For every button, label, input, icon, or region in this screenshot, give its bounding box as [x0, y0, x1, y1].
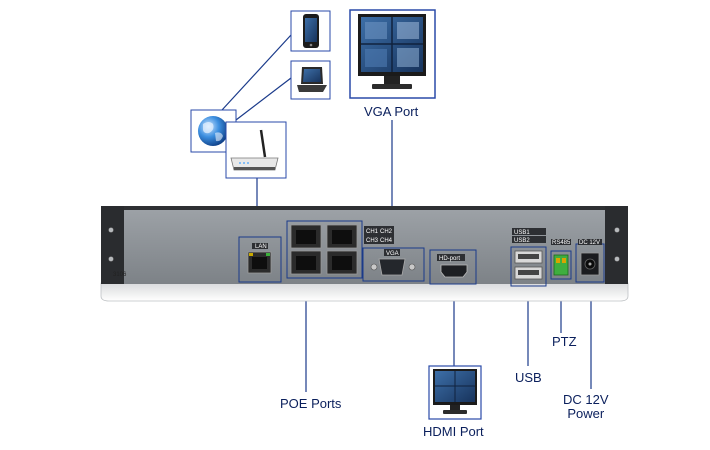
monitor-icon: [349, 9, 436, 99]
usb2-mark: USB2: [514, 238, 530, 244]
dc-power-label-line1: DC 12V: [563, 392, 609, 407]
ptz-label: PTZ: [552, 334, 577, 349]
hdmi-callout-box: [429, 249, 477, 285]
line-phone-globe: [221, 34, 292, 111]
dc-power-label: DC 12V Power: [563, 393, 609, 421]
vga-mark: VGA: [386, 251, 399, 257]
dc-power-label-line2: Power: [567, 406, 605, 421]
poe-port-ch2: [326, 224, 358, 249]
nvr-device: 3106 LAN CH1 CH2 CH3 CH4: [100, 206, 629, 302]
wifi-router-icon: [225, 121, 287, 179]
laptop-icon: [290, 60, 331, 100]
poe-port-ch1: [290, 224, 322, 249]
hdmi-port-label: HDMI Port: [423, 424, 484, 439]
rs485-mark: RS485: [552, 240, 571, 246]
ch4-mark: CH4: [380, 238, 393, 244]
dc12v-mark: DC 12V: [579, 240, 600, 246]
vga-port-label: VGA Port: [364, 104, 419, 119]
ch3-mark: CH3: [366, 238, 379, 244]
poe-ports-label: POE Ports: [280, 396, 342, 411]
usb1-mark: USB1: [514, 230, 530, 236]
poe-callout-box: [286, 220, 363, 279]
vga-callout-box: [362, 247, 425, 282]
serial-tag: 3106: [113, 272, 127, 278]
line-laptop-globe: [235, 77, 292, 121]
poe-port-ch3: [290, 250, 322, 275]
hd-port-mark: HD-port: [439, 256, 460, 262]
ch2-mark: CH2: [380, 229, 393, 235]
hdmi-port: [440, 264, 468, 278]
lan-callout-box: [238, 236, 282, 283]
hdmi-monitor-icon: [428, 365, 482, 420]
lan-mark: LAN: [255, 244, 267, 250]
usb-callout-box: [510, 246, 547, 287]
poe-port-ch4: [326, 250, 358, 275]
nvr-back-panel: [101, 206, 628, 284]
vga-port: [378, 258, 406, 276]
usb-label: USB: [515, 370, 542, 385]
smartphone-icon: [290, 10, 331, 52]
ptz-callout-box: [550, 250, 572, 280]
nvr-base: [100, 282, 629, 302]
ch1-mark: CH1: [366, 229, 379, 235]
